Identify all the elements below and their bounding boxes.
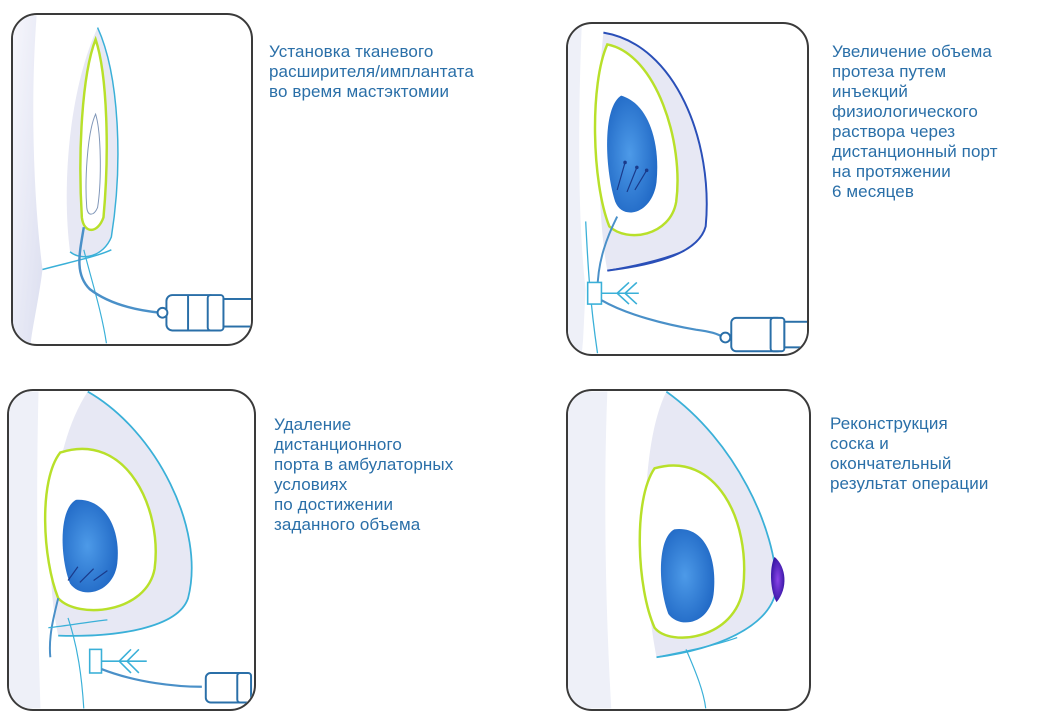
step-1-caption: Установка тканевого расширителя/импланта… (269, 42, 539, 102)
step-2-caption: Увеличение объема протеза путем инъекций… (832, 42, 1047, 202)
nipple-reconstruction-icon (568, 391, 809, 709)
step-4-caption: Реконструкция соска и окончательный резу… (830, 414, 1045, 494)
step-2-illustration-panel (566, 22, 809, 356)
step-3-caption: Удаление дистанционного порта в амбулато… (274, 415, 554, 535)
step-4-illustration-panel (566, 389, 811, 711)
port-removal-icon (9, 391, 254, 709)
saline-injection-icon (568, 24, 807, 354)
tissue-expander-placement-icon (13, 15, 251, 344)
step-1-illustration-panel (11, 13, 253, 346)
step-3-illustration-panel (7, 389, 256, 711)
